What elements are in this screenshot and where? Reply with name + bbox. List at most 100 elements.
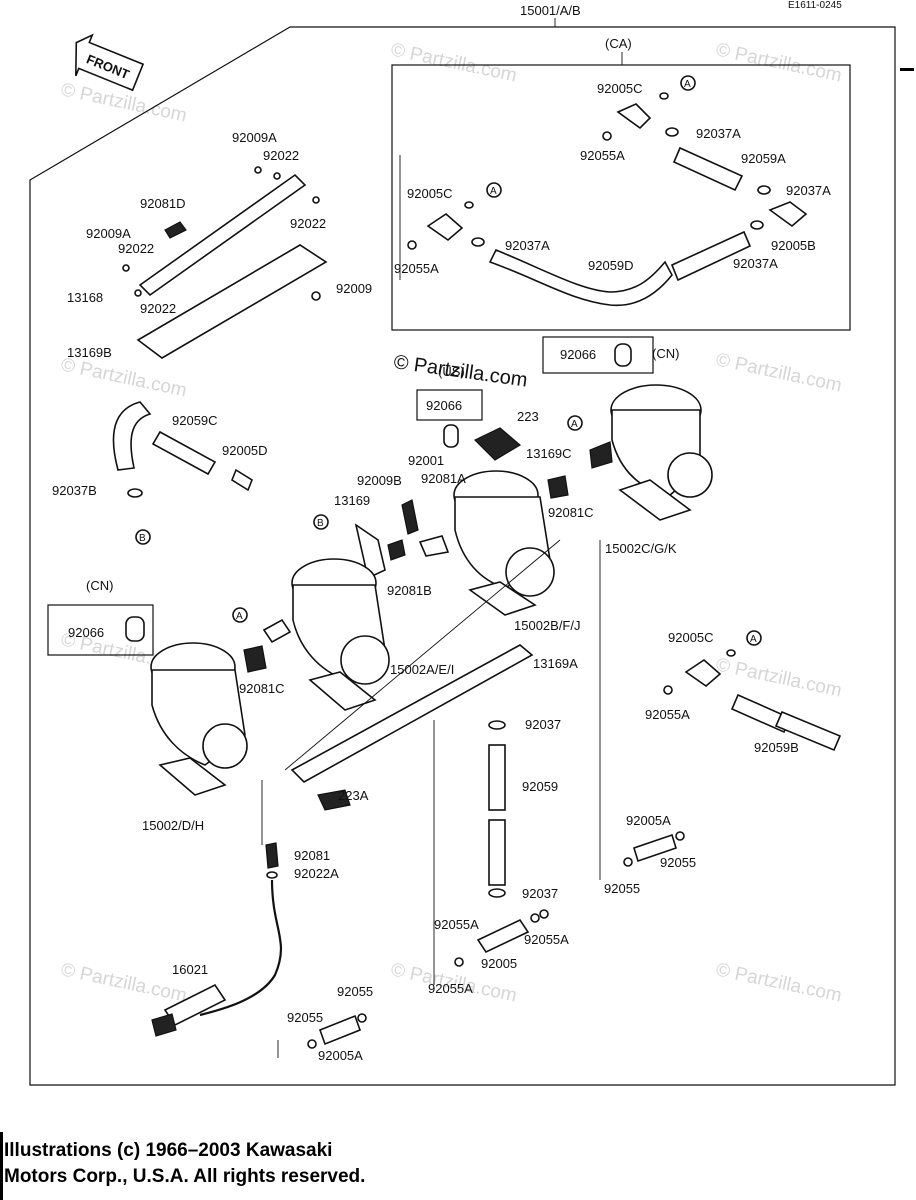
part-label: 92005A [626,813,671,828]
part-label: 92009A [232,130,277,145]
part-label: 92055A [524,932,569,947]
part-label: 92005C [668,630,714,645]
carburetor-15002bfj: 92001 92009B 92081A 13169 92081B 92081C … [313,453,594,633]
center-hose-group: 92037 92059 92037 92055A 92055A 92005 92… [428,717,569,996]
ca-title: (CA) [605,36,632,51]
left-hose-group: 92059C 92005D 92037B B [52,401,268,545]
part-label: 92055A [428,981,473,996]
part-label: 92059D [588,258,634,273]
fitting-92005c [426,212,464,242]
part-label: 92005C [597,81,643,96]
marker-b: B [139,533,146,544]
part-label: 92009A [86,226,131,241]
marker-a: A [750,634,757,645]
part-label: 92066 [426,398,462,413]
part-label: 92081C [548,505,594,520]
part-label: 92022 [263,148,299,163]
part-label: 15002C/G/K [605,541,677,556]
part-label: 92081 [294,848,330,863]
hose-92059d [488,248,673,307]
us-title: (US) [438,364,465,379]
bracket-13168 [138,173,307,297]
right-lower-group: 92005C A 92055A 92059B 92005A 92055 9205… [604,630,842,896]
fitting-92005b [768,201,808,228]
part-label: 92037A [696,126,741,141]
part-label: 92055A [580,148,625,163]
part-label: 92009B [357,473,402,488]
assembly-frame [29,26,896,1086]
drawing-code: E1611-0245 [788,0,842,11]
part-label: 92081B [387,583,432,598]
upper-bracket-group: 92009A 92022 92081D 92022 92009A 92022 1… [67,130,372,360]
part-label: 92055 [287,1010,323,1025]
watermark-text: © Partzilla.com [59,959,189,1006]
part-label: 92022A [294,866,339,881]
part-label: 92059 [522,779,558,794]
part-label: 92081D [140,196,186,211]
ca-group-box [391,64,851,331]
watermark-text: © Partzilla.com [59,354,189,401]
marker-a: A [490,186,497,197]
watermark-text: © Partzilla.com [714,654,844,701]
fitting-92005c [616,103,652,130]
part-label: 92055A [394,261,439,276]
carburetor-15002dh: 15002/D/H 223A [142,642,369,833]
throttle-cable-group: 92081 92022A 16021 [151,842,339,1058]
copyright-line-1: Illustrations (c) 1966–2003 Kawasaki [4,1140,333,1161]
part-label: 92037B [52,483,97,498]
part-label: 223 [517,409,539,424]
part-label: 13169A [533,656,578,671]
carburetor-15002aei: A 92081C 15002A/E/I 13169A [232,558,578,783]
edge-tick [900,68,914,71]
part-label: 92037A [786,183,831,198]
part-label: 92005C [407,186,453,201]
watermark-text: © Partzilla.com [714,959,844,1006]
part-label: 92022 [140,301,176,316]
part-label: 92022 [118,241,154,256]
part-label: 92037 [522,886,558,901]
part-label: 13169 [334,493,370,508]
part-label: 92005D [222,443,268,458]
part-label: 15002A/E/I [390,662,454,677]
part-label: 92037 [525,717,561,732]
us-group: 92066 (US) [416,364,483,448]
watermark-text: © Partzilla.com [389,39,519,86]
part-label: 92059B [754,740,799,755]
watermark-text: © Partzilla.com [714,349,844,396]
part-label: 92037A [505,238,550,253]
watermark-text: © Partzilla.com [714,39,844,86]
part-label: 92066 [560,347,596,362]
part-label: 13169B [67,345,112,360]
part-label: 92055 [604,881,640,896]
footer-bar [0,1132,3,1200]
bottom-92005a-group: 92055 92055 92005A [287,984,373,1063]
part-label: 92066 [68,625,104,640]
cn-title: (CN) [86,578,113,593]
part-label: 92081A [421,471,466,486]
watermark-center: © Partzilla.com [392,351,529,392]
marker-a: A [236,611,243,622]
part-label: 92005 [481,956,517,971]
cn-title: (CN) [652,346,679,361]
copyright-footer: Illustrations (c) 1966–2003 Kawasaki Mot… [4,1138,365,1190]
ca-contents: 92005C A 92055A 92037A 92059A 92037A 920… [394,75,831,307]
cn-left-group: (CN) 92066 [47,578,154,656]
copyright-line-2: Motors Corp., U.S.A. All rights reserved… [4,1166,366,1187]
hose-92059a [672,146,744,192]
part-label: 92055 [337,984,373,999]
gasket-13169b [136,244,328,359]
part-label: 92037A [733,256,778,271]
part-label: 92055A [645,707,690,722]
part-label: 92005B [771,238,816,253]
part-label: 92055A [434,917,479,932]
part-label: 13168 [67,290,103,305]
part-label: 92059C [172,413,218,428]
part-label: 13169C [526,446,572,461]
cn-top-group: 92066 (CN) [542,336,679,374]
assembly-number: 15001/A/B [520,3,581,18]
part-label: 15002B/F/J [514,618,581,633]
hose-segment [670,230,752,282]
part-label: 92081C [239,681,285,696]
marker-a: A [684,79,691,90]
